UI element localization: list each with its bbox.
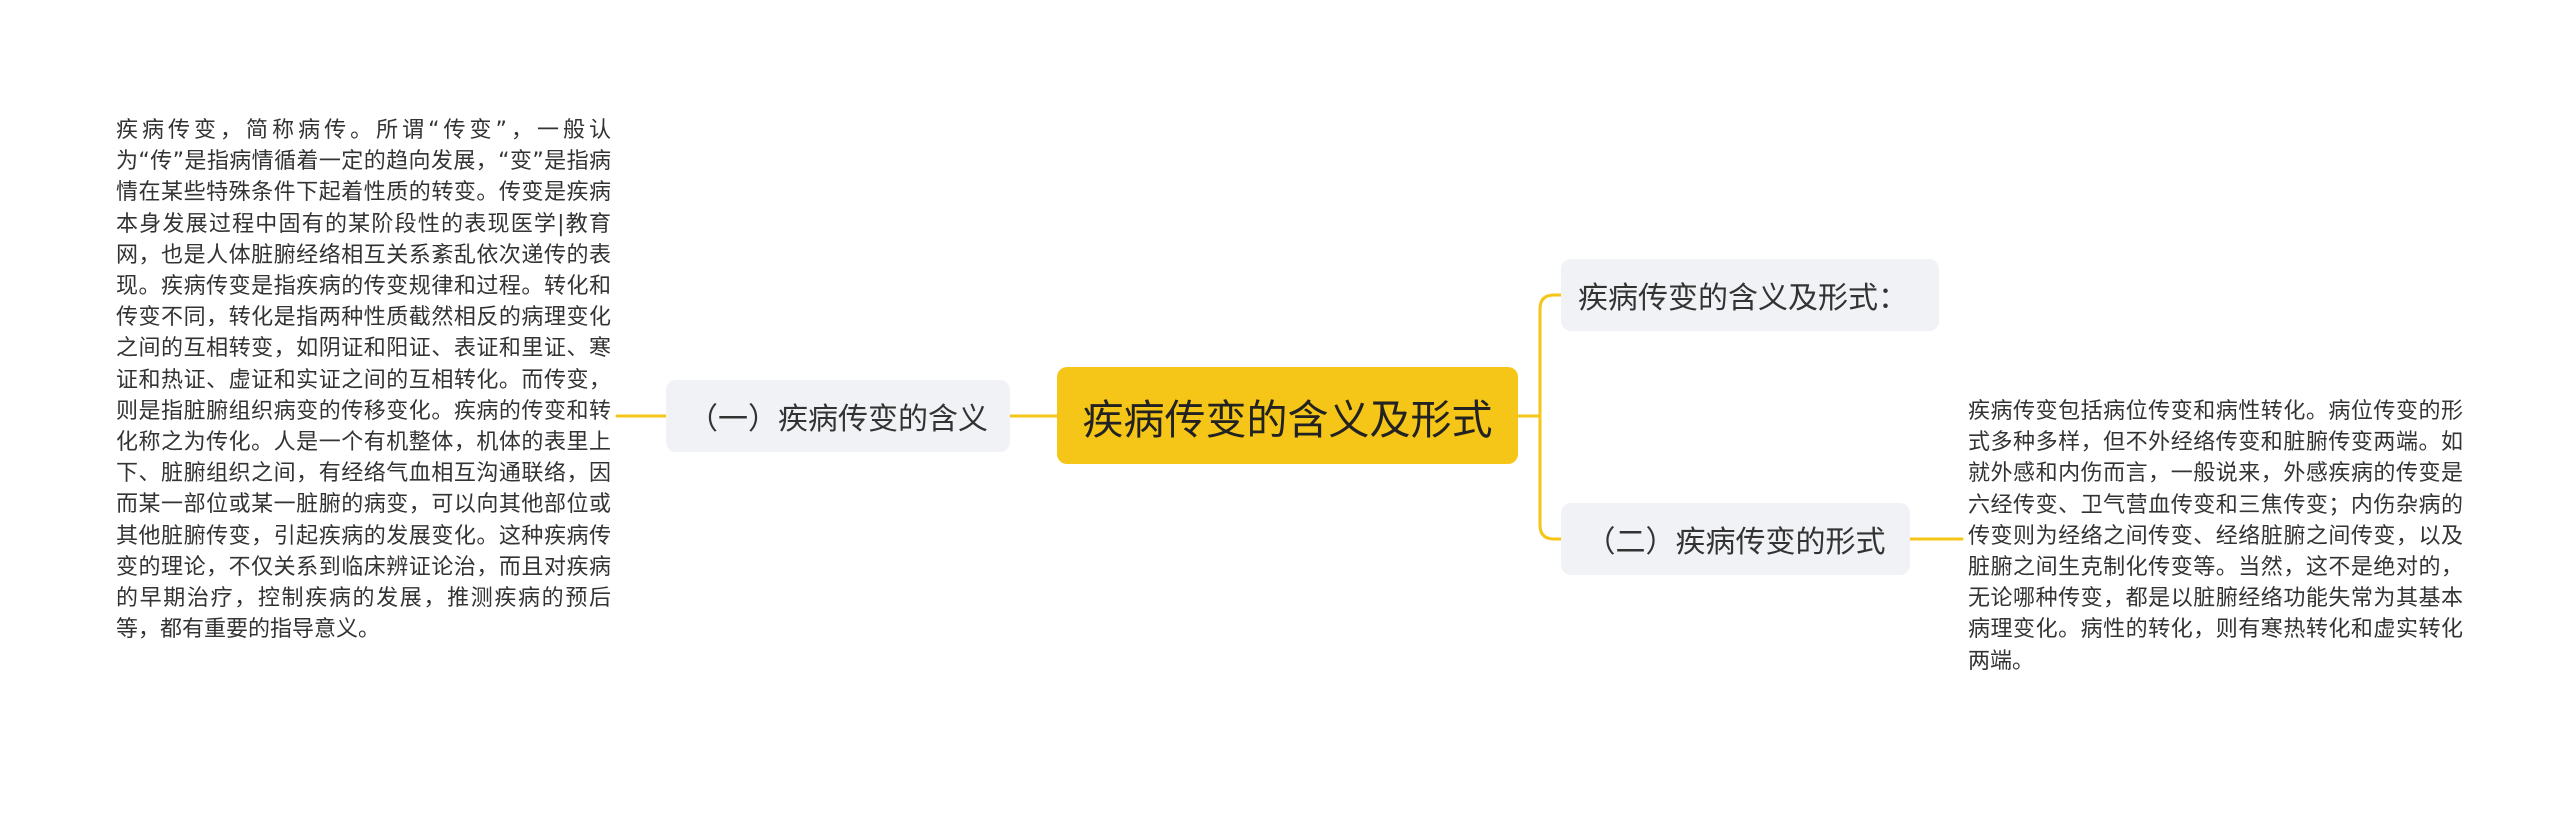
branch-forms[interactable]: （二）疾病传变的形式 [1561, 503, 1910, 575]
connector-branch-top [1538, 293, 1563, 541]
branch-title-label: 疾病传变的含义及形式： [1578, 281, 1908, 316]
branch-meaning-label: （一）疾病传变的含义 [688, 402, 988, 437]
branch-meaning[interactable]: （一）疾病传变的含义 [666, 380, 1010, 452]
meaning-detail-text: 疾病传变，简称病传。所谓“传变”，一般认为“传”是指病情循着一定的趋向发展，“变… [116, 118, 611, 643]
forms-detail-text: 疾病传变包括病位传变和病性转化。病位传变的形式多种多样，但不外经络传变和脏腑传变… [1968, 399, 2463, 674]
branch-title[interactable]: 疾病传变的含义及形式： [1561, 259, 1939, 331]
central-topic-label: 疾病传变的含义及形式 [1082, 395, 1493, 444]
central-topic[interactable]: 疾病传变的含义及形式 [1057, 367, 1518, 464]
branch-forms-label: （二）疾病传变的形式 [1585, 525, 1886, 560]
